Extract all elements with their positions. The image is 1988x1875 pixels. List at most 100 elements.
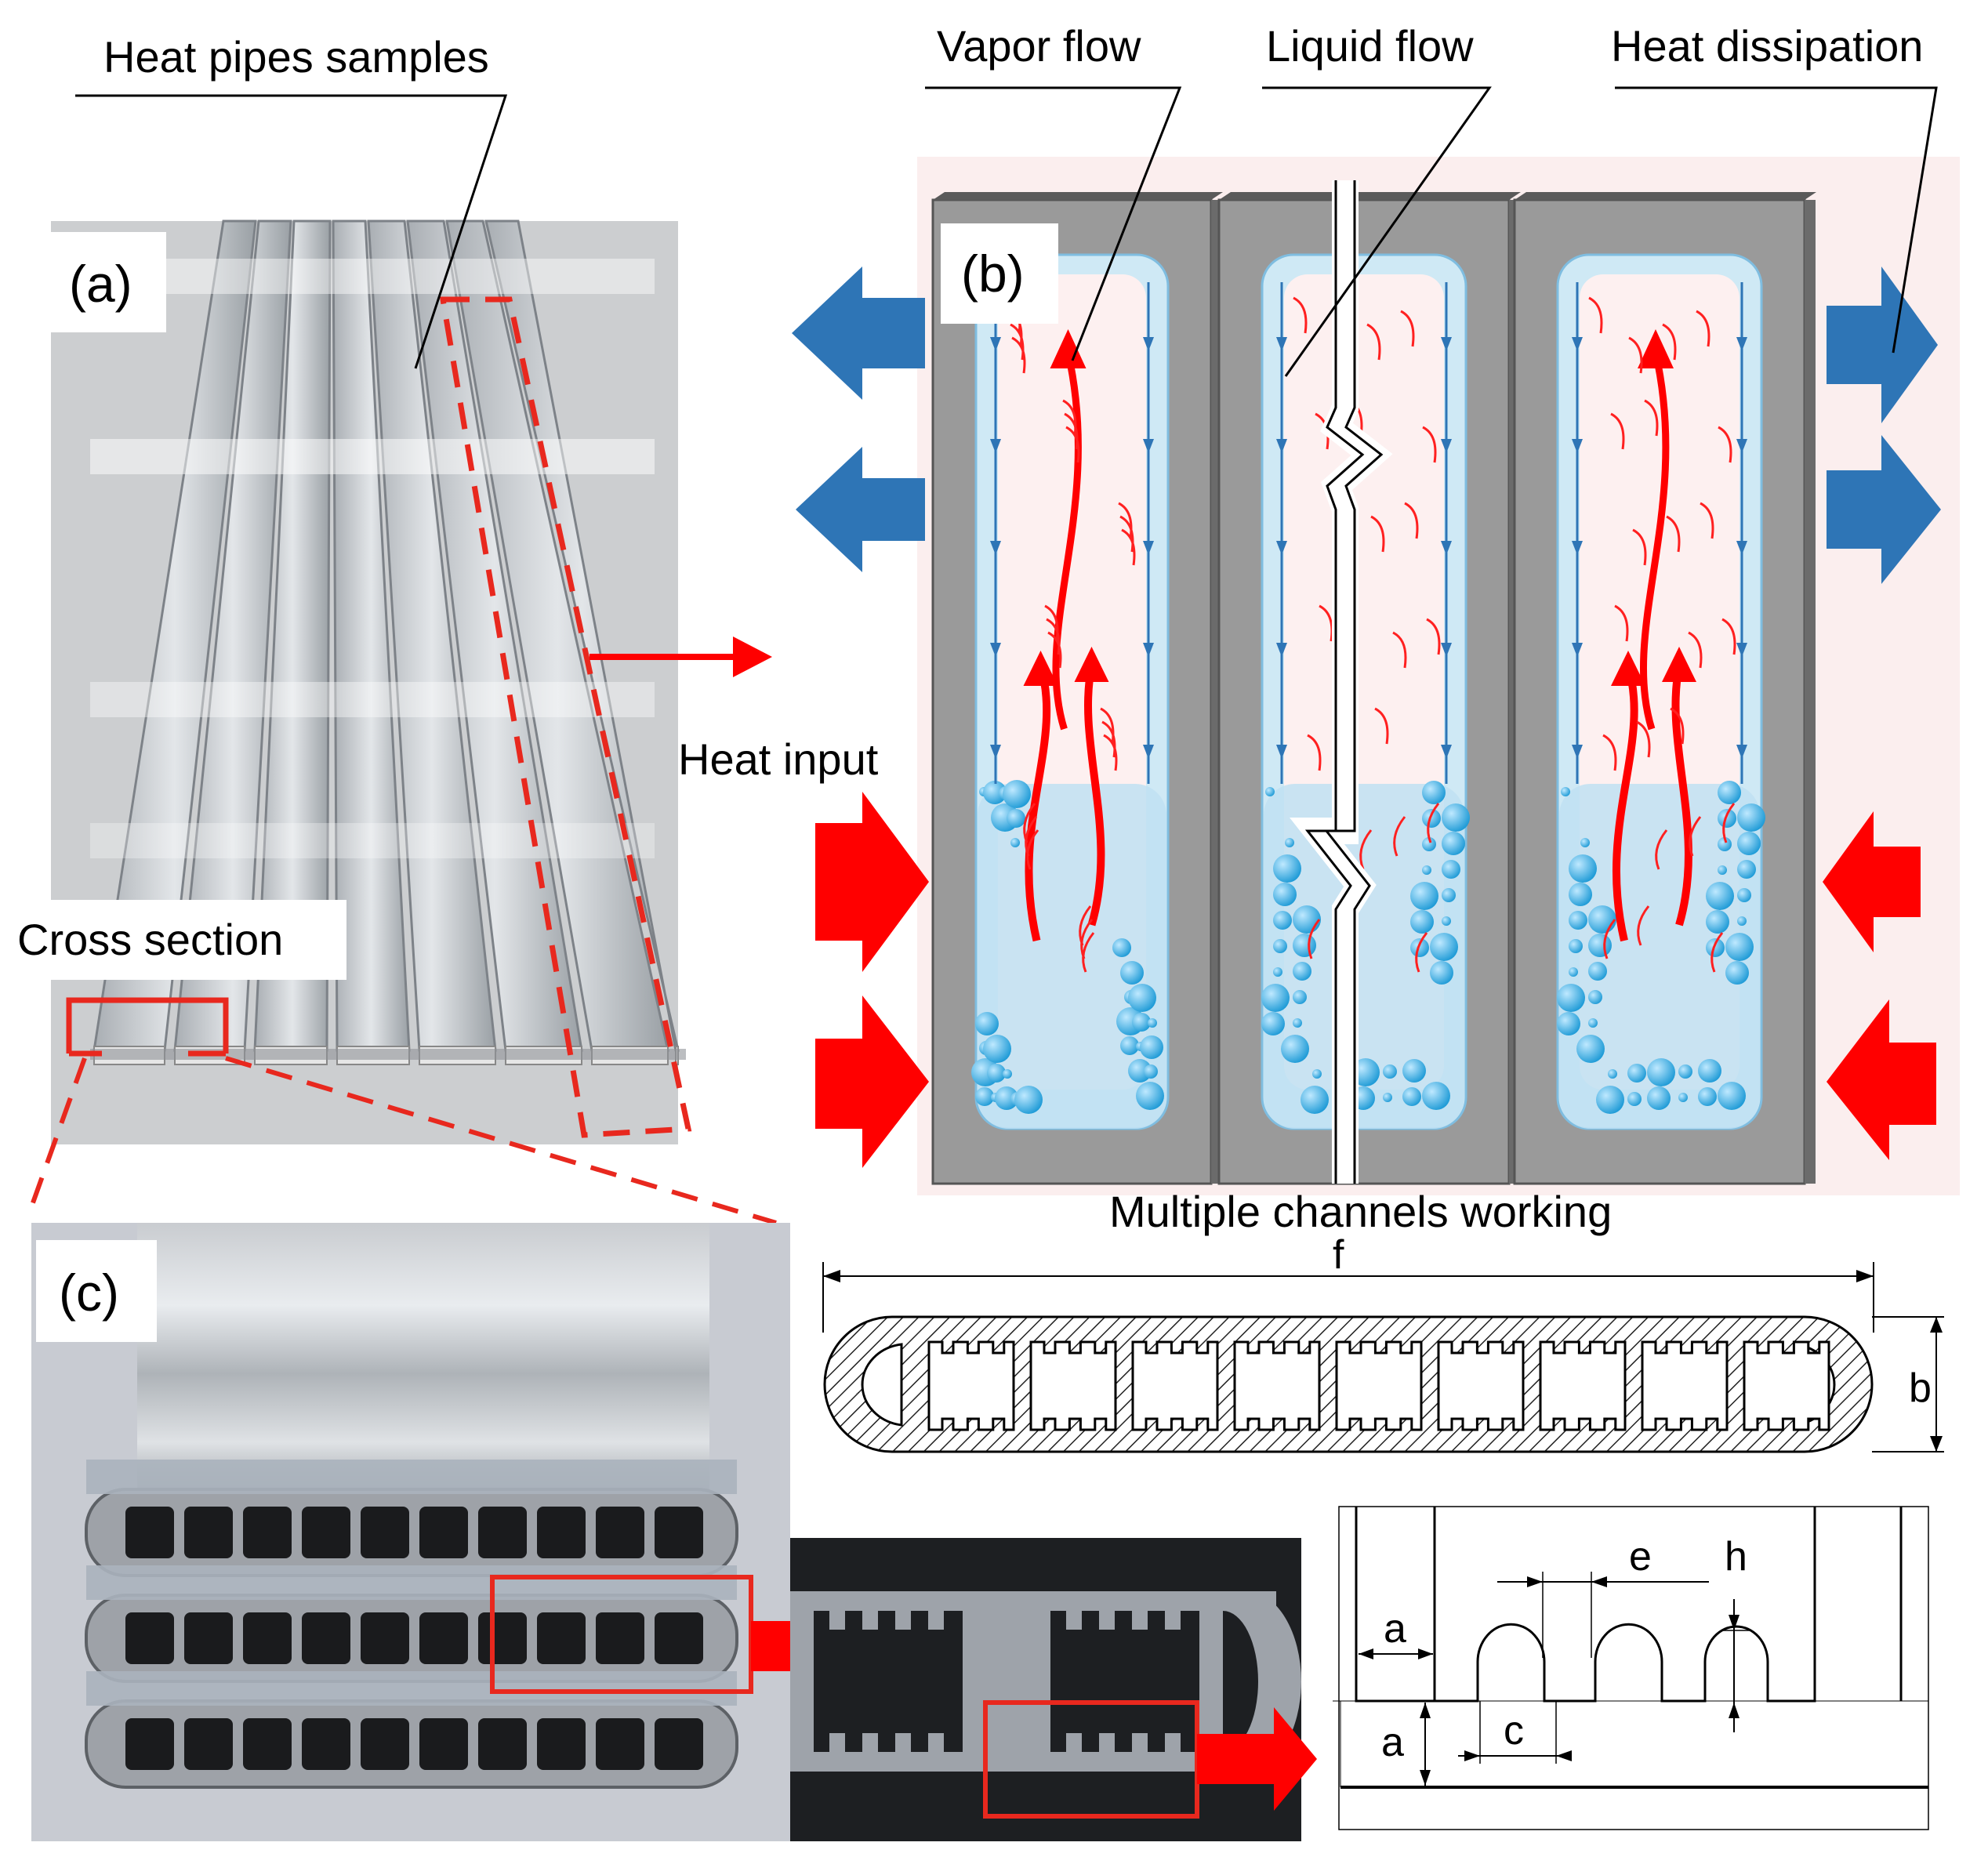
- small-flow-arrow: [1065, 426, 1080, 463]
- bubble: [1557, 1012, 1580, 1035]
- bubble: [1627, 1092, 1642, 1106]
- left-red-arrow-1: [815, 792, 929, 972]
- bubble: [1627, 1064, 1646, 1083]
- bubble: [1706, 910, 1729, 934]
- liquid-flow-arrowhead: [1276, 745, 1287, 759]
- small-flow-arrow: [1026, 829, 1039, 870]
- pipe-layer-top: [86, 1460, 737, 1494]
- micro-fin: [862, 1733, 878, 1752]
- pipe-channel-opening: [596, 1718, 644, 1770]
- bubble: [1273, 911, 1292, 930]
- bubble: [1718, 809, 1736, 828]
- pipe-channel-opening: [125, 1612, 174, 1664]
- bubble: [1576, 1035, 1605, 1063]
- liquid-flow-arrowhead: [1572, 745, 1583, 759]
- small-flow-arrow: [1422, 426, 1437, 463]
- pipe-channel-opening: [596, 1612, 644, 1664]
- bubble: [1569, 911, 1587, 930]
- small-flow-arrow: [1118, 502, 1133, 539]
- pipe-channel-opening: [184, 1612, 233, 1664]
- panel-b-label: (b): [961, 245, 1025, 303]
- pipe-channel-opening: [243, 1507, 292, 1558]
- bubble: [983, 781, 1007, 804]
- small-flow-arrow: [1636, 720, 1651, 758]
- bubble: [1120, 1036, 1139, 1055]
- micro-end-cavity: [1223, 1611, 1258, 1752]
- pipe-stack: [85, 1223, 738, 1789]
- arrow-a-to-b: [590, 636, 772, 677]
- pipe-channel-opening: [243, 1612, 292, 1664]
- pipe-layer-top: [86, 1565, 737, 1600]
- bubble: [1569, 854, 1597, 883]
- pipe-channel-opening: [655, 1612, 703, 1664]
- bubble: [1422, 837, 1436, 851]
- liquid-pool: [1264, 784, 1464, 1129]
- small-flow-arrow: [1047, 631, 1062, 669]
- bubble: [1718, 781, 1741, 804]
- pipe-channel-opening: [478, 1507, 527, 1558]
- pipe-channel-opening: [361, 1612, 409, 1664]
- bubble: [1261, 1012, 1285, 1035]
- bubble: [1442, 888, 1456, 902]
- bubble: [1442, 803, 1470, 832]
- vapor-flow-path: [1671, 665, 1692, 927]
- bubble: [995, 1086, 1018, 1110]
- vapor-flow-arrowhead: [1662, 647, 1696, 682]
- bubble: [1718, 865, 1727, 875]
- liquid-flow-arrowhead: [1572, 439, 1583, 453]
- bubble: [1261, 984, 1290, 1012]
- cross-section-label: Cross section: [17, 915, 283, 964]
- pipe-channel-opening: [655, 1507, 703, 1558]
- bubble: [1422, 865, 1431, 875]
- liquid-flow-arrowhead: [1736, 745, 1747, 759]
- small-flow-arrow: [1293, 296, 1308, 334]
- bubble: [975, 1087, 994, 1106]
- bubble: [1588, 962, 1607, 981]
- dim-c-label: c: [1504, 1708, 1524, 1754]
- small-flow-arrow: [1393, 816, 1406, 857]
- bubble: [1144, 1064, 1158, 1079]
- vapor-flow-path: [1025, 665, 1051, 942]
- bubble: [1678, 1093, 1688, 1102]
- channels-group: [931, 192, 1816, 1185]
- micro-fin: [1165, 1733, 1181, 1752]
- pipe-channel-opening: [537, 1507, 586, 1558]
- bubble: [1588, 905, 1616, 934]
- dim-h-label: h: [1725, 1534, 1747, 1579]
- liquid-flow-arrowhead: [990, 337, 1001, 351]
- arrow-micro-to-detail: [1197, 1707, 1317, 1811]
- channel-cell: [1437, 1340, 1525, 1431]
- small-flow-arrow: [1427, 803, 1440, 843]
- small-flow-arrow: [1392, 631, 1407, 669]
- bubble: [1430, 933, 1458, 961]
- stack-top-surface: [137, 1223, 709, 1497]
- bubble: [975, 1012, 999, 1035]
- dim-a-horizontal: a: [1384, 1606, 1406, 1652]
- vapor-flow-arrowhead: [1023, 651, 1058, 686]
- bubble: [1273, 883, 1297, 906]
- bubble: [1569, 967, 1578, 977]
- channel-break-line: [1290, 180, 1393, 1184]
- micro-cell: [814, 1611, 963, 1752]
- bubble: [1596, 1086, 1624, 1114]
- pipe-channel-opening: [184, 1507, 233, 1558]
- small-flow-arrow: [1415, 932, 1428, 973]
- small-flow-arrow: [1319, 604, 1333, 642]
- small-flow-arrow: [1689, 816, 1702, 857]
- liquid-pool: [978, 784, 1166, 1129]
- channel-wall-top: [933, 192, 1223, 200]
- bubble: [1647, 1086, 1671, 1110]
- liquid-flow-arrowhead: [1276, 439, 1287, 453]
- micro-fin: [928, 1733, 944, 1752]
- multiple-channels-label: Multiple channels working: [1109, 1187, 1612, 1236]
- right-red-arrow-2: [1827, 999, 1936, 1160]
- bubble: [1718, 1082, 1746, 1110]
- pipe-channel-opening: [419, 1718, 468, 1770]
- dim-b-label: b: [1909, 1365, 1932, 1411]
- bubble: [1725, 933, 1754, 961]
- bubble: [1706, 882, 1734, 910]
- liquid-flow-arrowhead: [1441, 337, 1452, 351]
- bubble: [1281, 1035, 1309, 1063]
- pipe-channel-opening: [478, 1612, 527, 1664]
- vapor-flow-path: [1612, 665, 1638, 942]
